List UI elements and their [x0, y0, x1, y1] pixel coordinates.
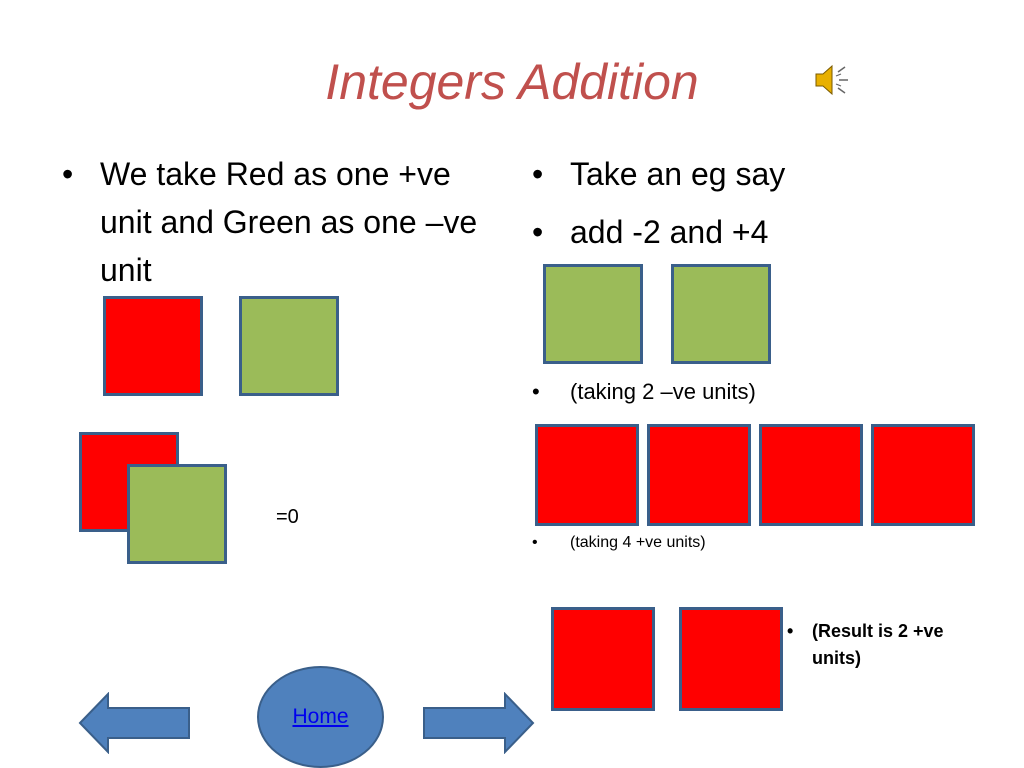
home-link[interactable]: Home — [292, 705, 349, 728]
left-bullet: • We take Red as one +ve unit and Green … — [62, 150, 502, 294]
red-unit-tile — [551, 607, 655, 711]
green-unit-tile — [671, 264, 771, 364]
red-unit-tile — [535, 424, 639, 526]
negative-units-note: • (taking 2 –ve units) — [532, 372, 992, 412]
green-unit-tile — [239, 296, 339, 396]
left-bullet-text: We take Red as one +ve unit and Green as… — [100, 156, 478, 288]
right-arrow-icon[interactable] — [422, 692, 536, 754]
negative-units-note-text: (taking 2 –ve units) — [570, 379, 756, 404]
bullet-dot: • — [787, 621, 794, 641]
right-bullet-1-text: Take an eg say — [570, 156, 786, 192]
bullet-dot: • — [532, 534, 538, 551]
green-unit-tile — [127, 464, 227, 564]
positive-units-note: • (taking 4 +ve units) — [532, 530, 992, 556]
slide-title: Integers Addition — [325, 54, 699, 110]
home-button[interactable]: Home — [257, 666, 384, 768]
red-unit-tile — [679, 607, 783, 711]
bullet-dot: • — [532, 156, 544, 192]
red-unit-tile — [647, 424, 751, 526]
right-bullet-2-text: add -2 and +4 — [570, 214, 769, 250]
result-note-text: (Result is 2 +ve units) — [812, 621, 944, 668]
right-bullet-2: • add -2 and +4 — [532, 208, 992, 256]
bullet-dot: • — [532, 379, 540, 404]
zero-pair-result: =0 — [276, 506, 299, 528]
speaker-icon[interactable] — [813, 62, 853, 98]
red-unit-tile — [871, 424, 975, 526]
positive-units-note-text: (taking 4 +ve units) — [570, 534, 706, 551]
result-note: • (Result is 2 +ve units) — [787, 618, 987, 672]
green-unit-tile — [543, 264, 643, 364]
right-bullet-1: • Take an eg say — [532, 150, 992, 198]
red-unit-tile — [759, 424, 863, 526]
left-arrow-icon[interactable] — [78, 692, 192, 754]
bullet-dot: • — [532, 214, 544, 250]
red-unit-tile — [103, 296, 203, 396]
bullet-dot: • — [62, 156, 74, 192]
